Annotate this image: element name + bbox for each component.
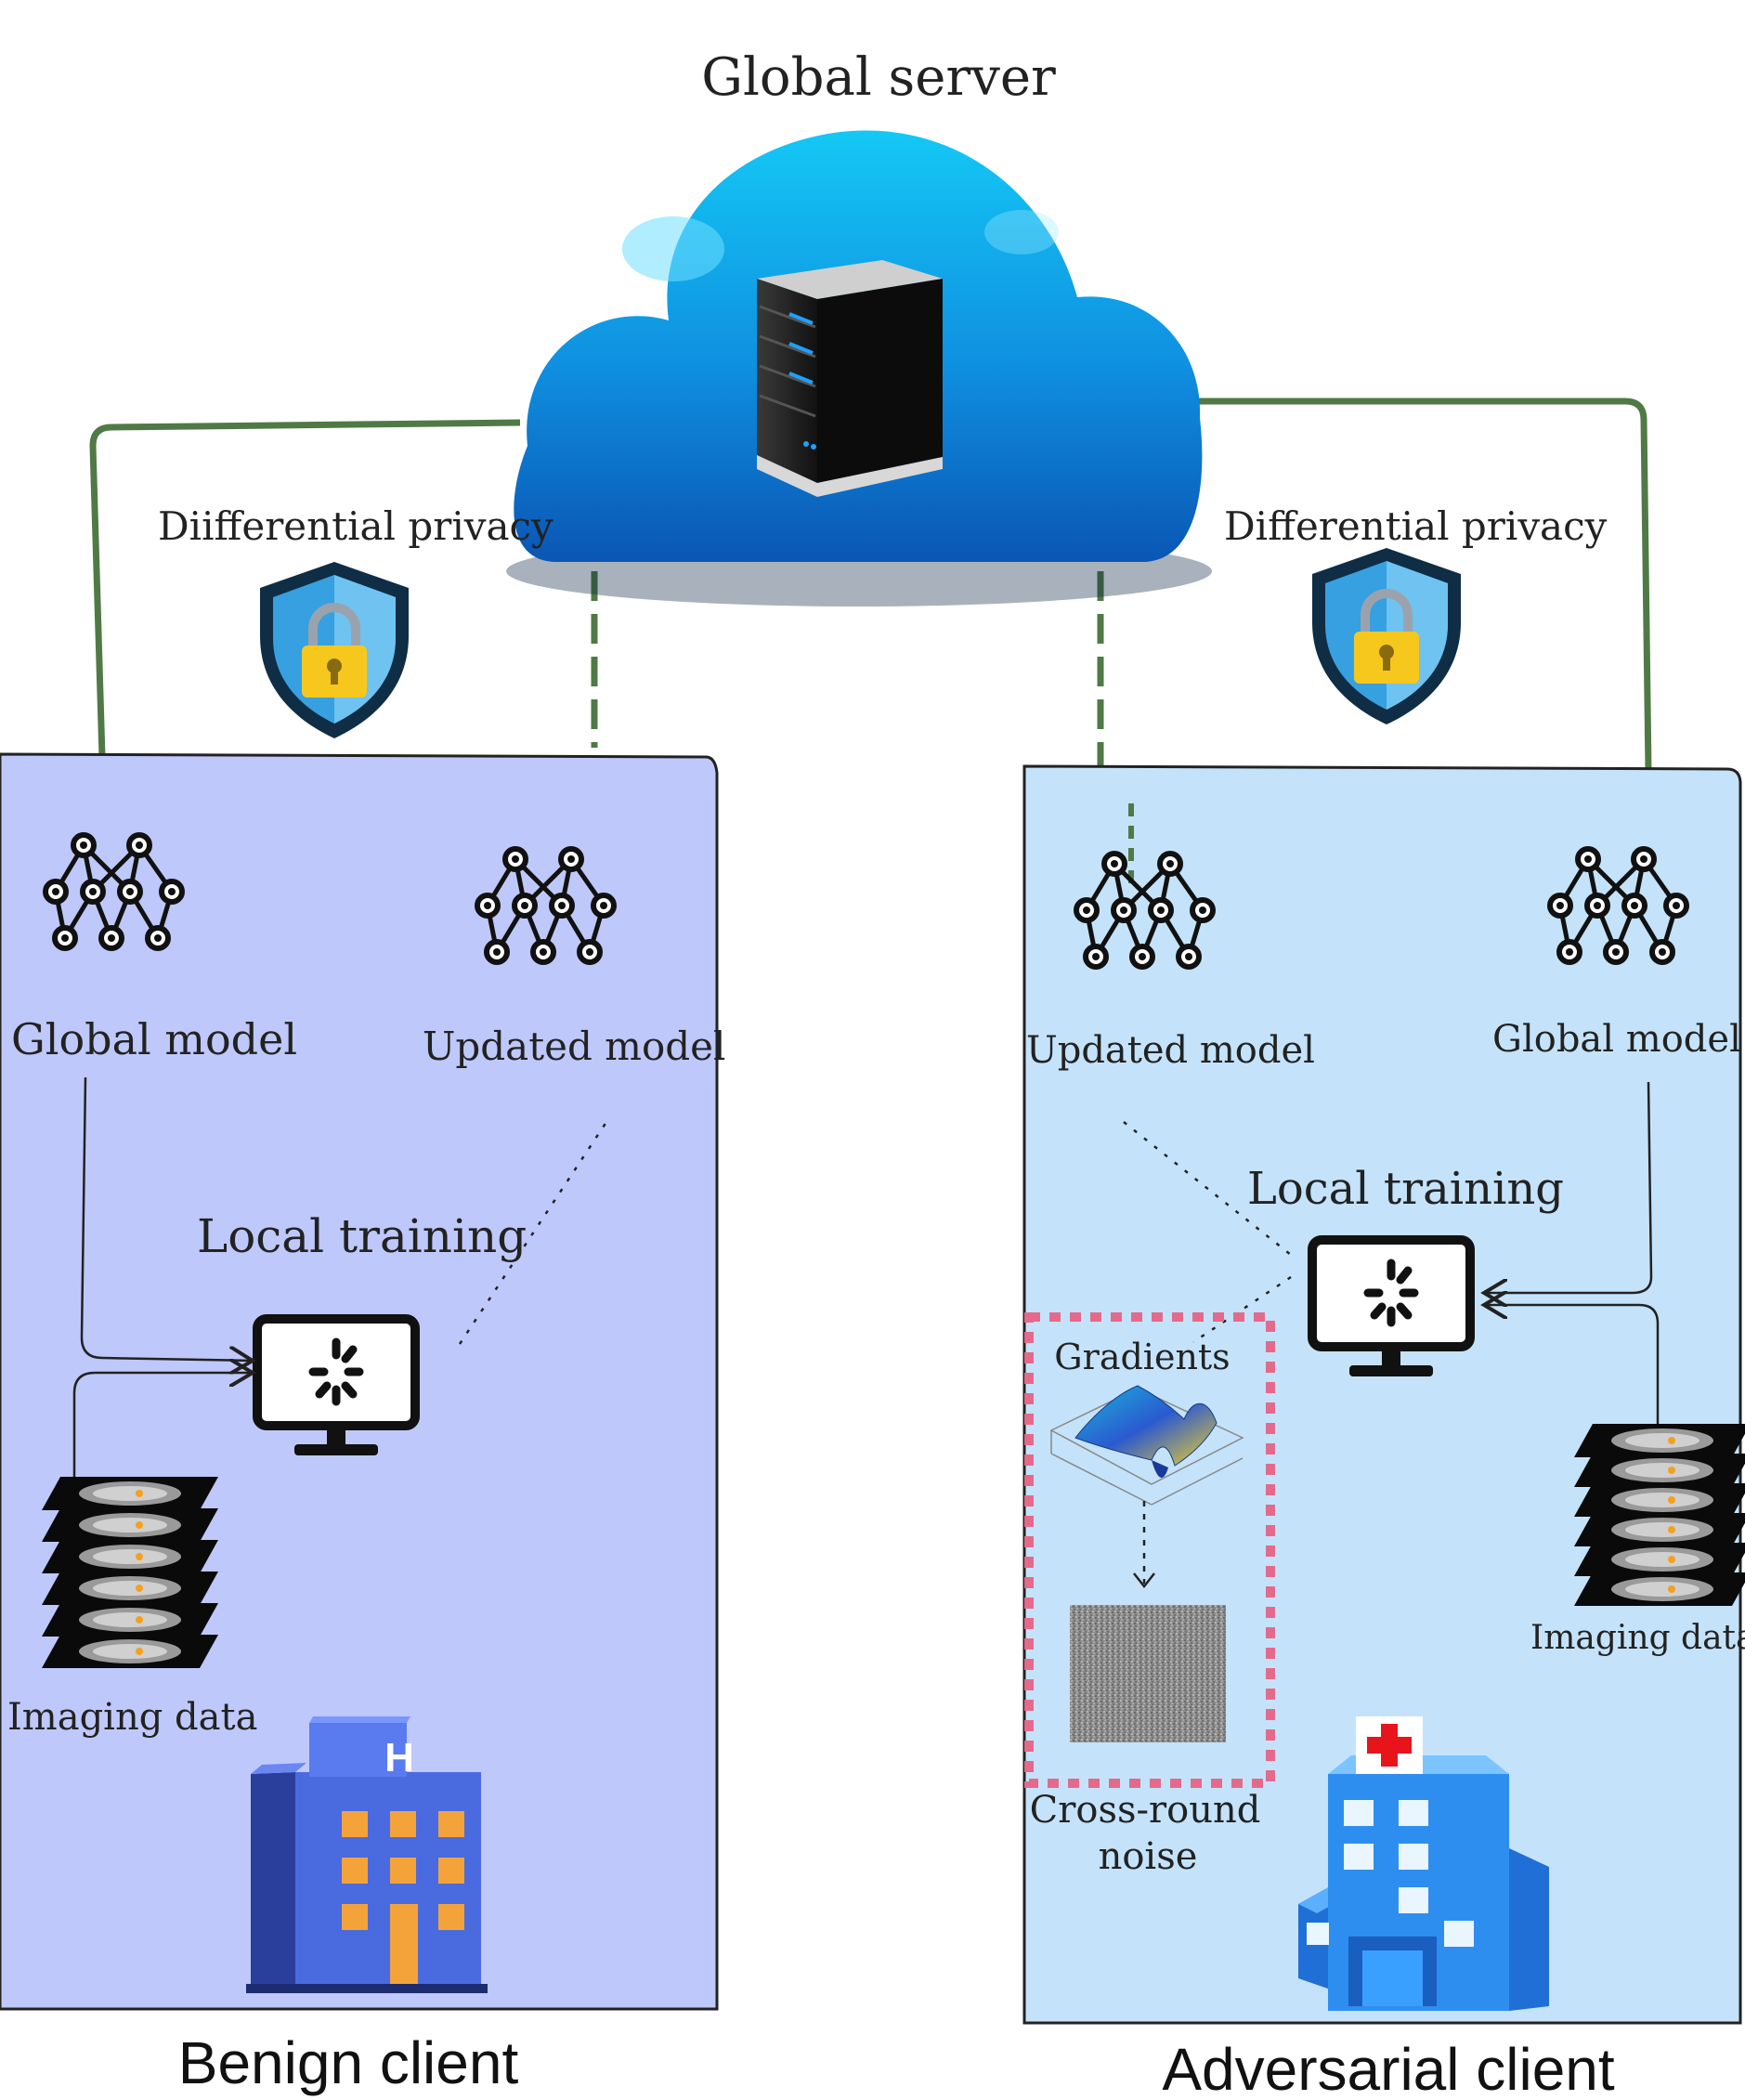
adversarial-global-model-label: Global model bbox=[1492, 1018, 1741, 1061]
benign-global-to-training-arrow bbox=[80, 1076, 253, 1361]
gradient-noise-box bbox=[1024, 1312, 1275, 1788]
adversarial-global-to-training-arrow bbox=[1484, 1081, 1653, 1293]
benign-local-training-label: Local training bbox=[197, 1209, 527, 1263]
benign-imaging-label: Imaging data bbox=[7, 1696, 257, 1739]
benign-download-link bbox=[89, 419, 521, 758]
adversarial-shield-icon bbox=[1312, 548, 1461, 724]
adversarial-data-to-training-arrow bbox=[1484, 1305, 1660, 1426]
server-client-links bbox=[89, 398, 1652, 772]
benign-privacy-label: Diifferential privacy bbox=[158, 503, 553, 549]
adversarial-hospital-icon bbox=[1298, 1716, 1549, 2011]
noise-label-line1: Cross-round bbox=[1030, 1789, 1261, 1832]
benign-data-to-training-arrow bbox=[72, 1373, 253, 1477]
adversarial-privacy-label: Differential privacy bbox=[1224, 503, 1608, 549]
arrow-down-icon bbox=[1133, 1572, 1155, 1589]
gradients-label: Gradients bbox=[1054, 1337, 1230, 1377]
adversarial-updated-model-label: Updated model bbox=[1026, 1029, 1315, 1072]
adversarial-download-link bbox=[1198, 398, 1652, 772]
adversarial-imaging-data-stack bbox=[1574, 1424, 1745, 1606]
server-title: Global server bbox=[701, 47, 1056, 108]
adversarial-client-label: Adversarial client bbox=[1162, 2036, 1615, 2100]
adversarial-local-training-label: Local training bbox=[1247, 1163, 1564, 1215]
adversarial-imaging-label: Imaging data bbox=[1530, 1619, 1745, 1657]
gradient-surface-plot bbox=[1049, 1385, 1244, 1506]
server-rack-icon bbox=[757, 260, 943, 497]
benign-training-to-updated-dotted bbox=[458, 1118, 610, 1345]
benign-hospital-icon: H bbox=[246, 1716, 488, 1993]
benign-updated-model-label: Updated model bbox=[423, 1024, 725, 1069]
adversarial-updated-to-training-dotted bbox=[1123, 1121, 1296, 1259]
benign-client-label: Benign client bbox=[178, 2029, 519, 2096]
noise-label-line2: noise bbox=[1099, 1835, 1198, 1878]
hospital-sign-letter: H bbox=[384, 1735, 414, 1780]
benign-shield-icon bbox=[260, 562, 409, 738]
benign-global-model-label: Global model bbox=[11, 1014, 297, 1064]
noise-image bbox=[1070, 1605, 1226, 1742]
benign-imaging-data-stack bbox=[42, 1477, 218, 1668]
